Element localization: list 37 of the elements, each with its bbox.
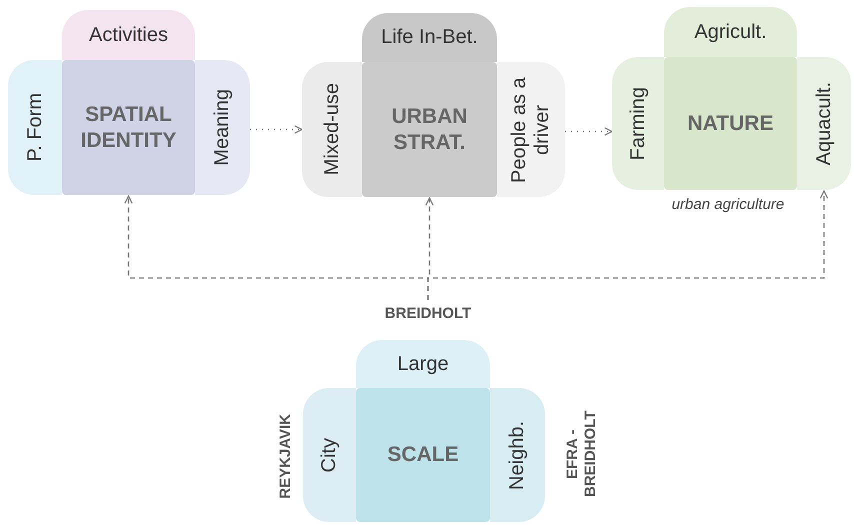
box-label: Activities [89, 24, 168, 46]
rounded-box [8, 60, 62, 195]
rounded-box [490, 388, 545, 522]
side-label: REYKJAVIK [277, 414, 295, 498]
box-label: Farming [626, 86, 650, 160]
box-label: Meaning [211, 89, 234, 166]
center-label: SCALE [387, 442, 459, 468]
group-label: BREIDHOLT [370, 302, 486, 324]
rounded-box [303, 388, 356, 522]
box-label: City [318, 438, 341, 472]
rounded-box [664, 7, 797, 57]
box-label: Mixed-use [320, 83, 344, 176]
center-box [62, 60, 195, 195]
box-label: Agricult. [694, 20, 767, 44]
box-label: Life In-Bet. [381, 26, 478, 49]
rounded-box [797, 57, 851, 190]
rounded-box [612, 57, 664, 190]
box-label: Large [397, 352, 449, 376]
rounded-box [195, 60, 250, 195]
box-label: People as a driver [508, 76, 554, 184]
center-label: URBAN STRAT. [390, 104, 468, 155]
rounded-box [62, 10, 195, 60]
rounded-box [356, 340, 490, 388]
box-label: Neighb. [506, 420, 529, 490]
side-label: EFRA - BREIDHOLT [564, 410, 600, 500]
rounded-box [362, 13, 497, 62]
rounded-box [497, 62, 565, 197]
caption: urban agriculture [672, 196, 784, 212]
rounded-box [302, 62, 362, 197]
box-label: P. Form [24, 93, 46, 162]
box-label: Aquacult. [812, 82, 836, 166]
center-box [664, 57, 797, 190]
center-box [356, 388, 490, 522]
dashed-arrow [427, 190, 828, 300]
center-box [362, 62, 497, 197]
center-label: NATURE [688, 110, 774, 136]
center-label: SPATIAL IDENTITY [80, 102, 178, 153]
